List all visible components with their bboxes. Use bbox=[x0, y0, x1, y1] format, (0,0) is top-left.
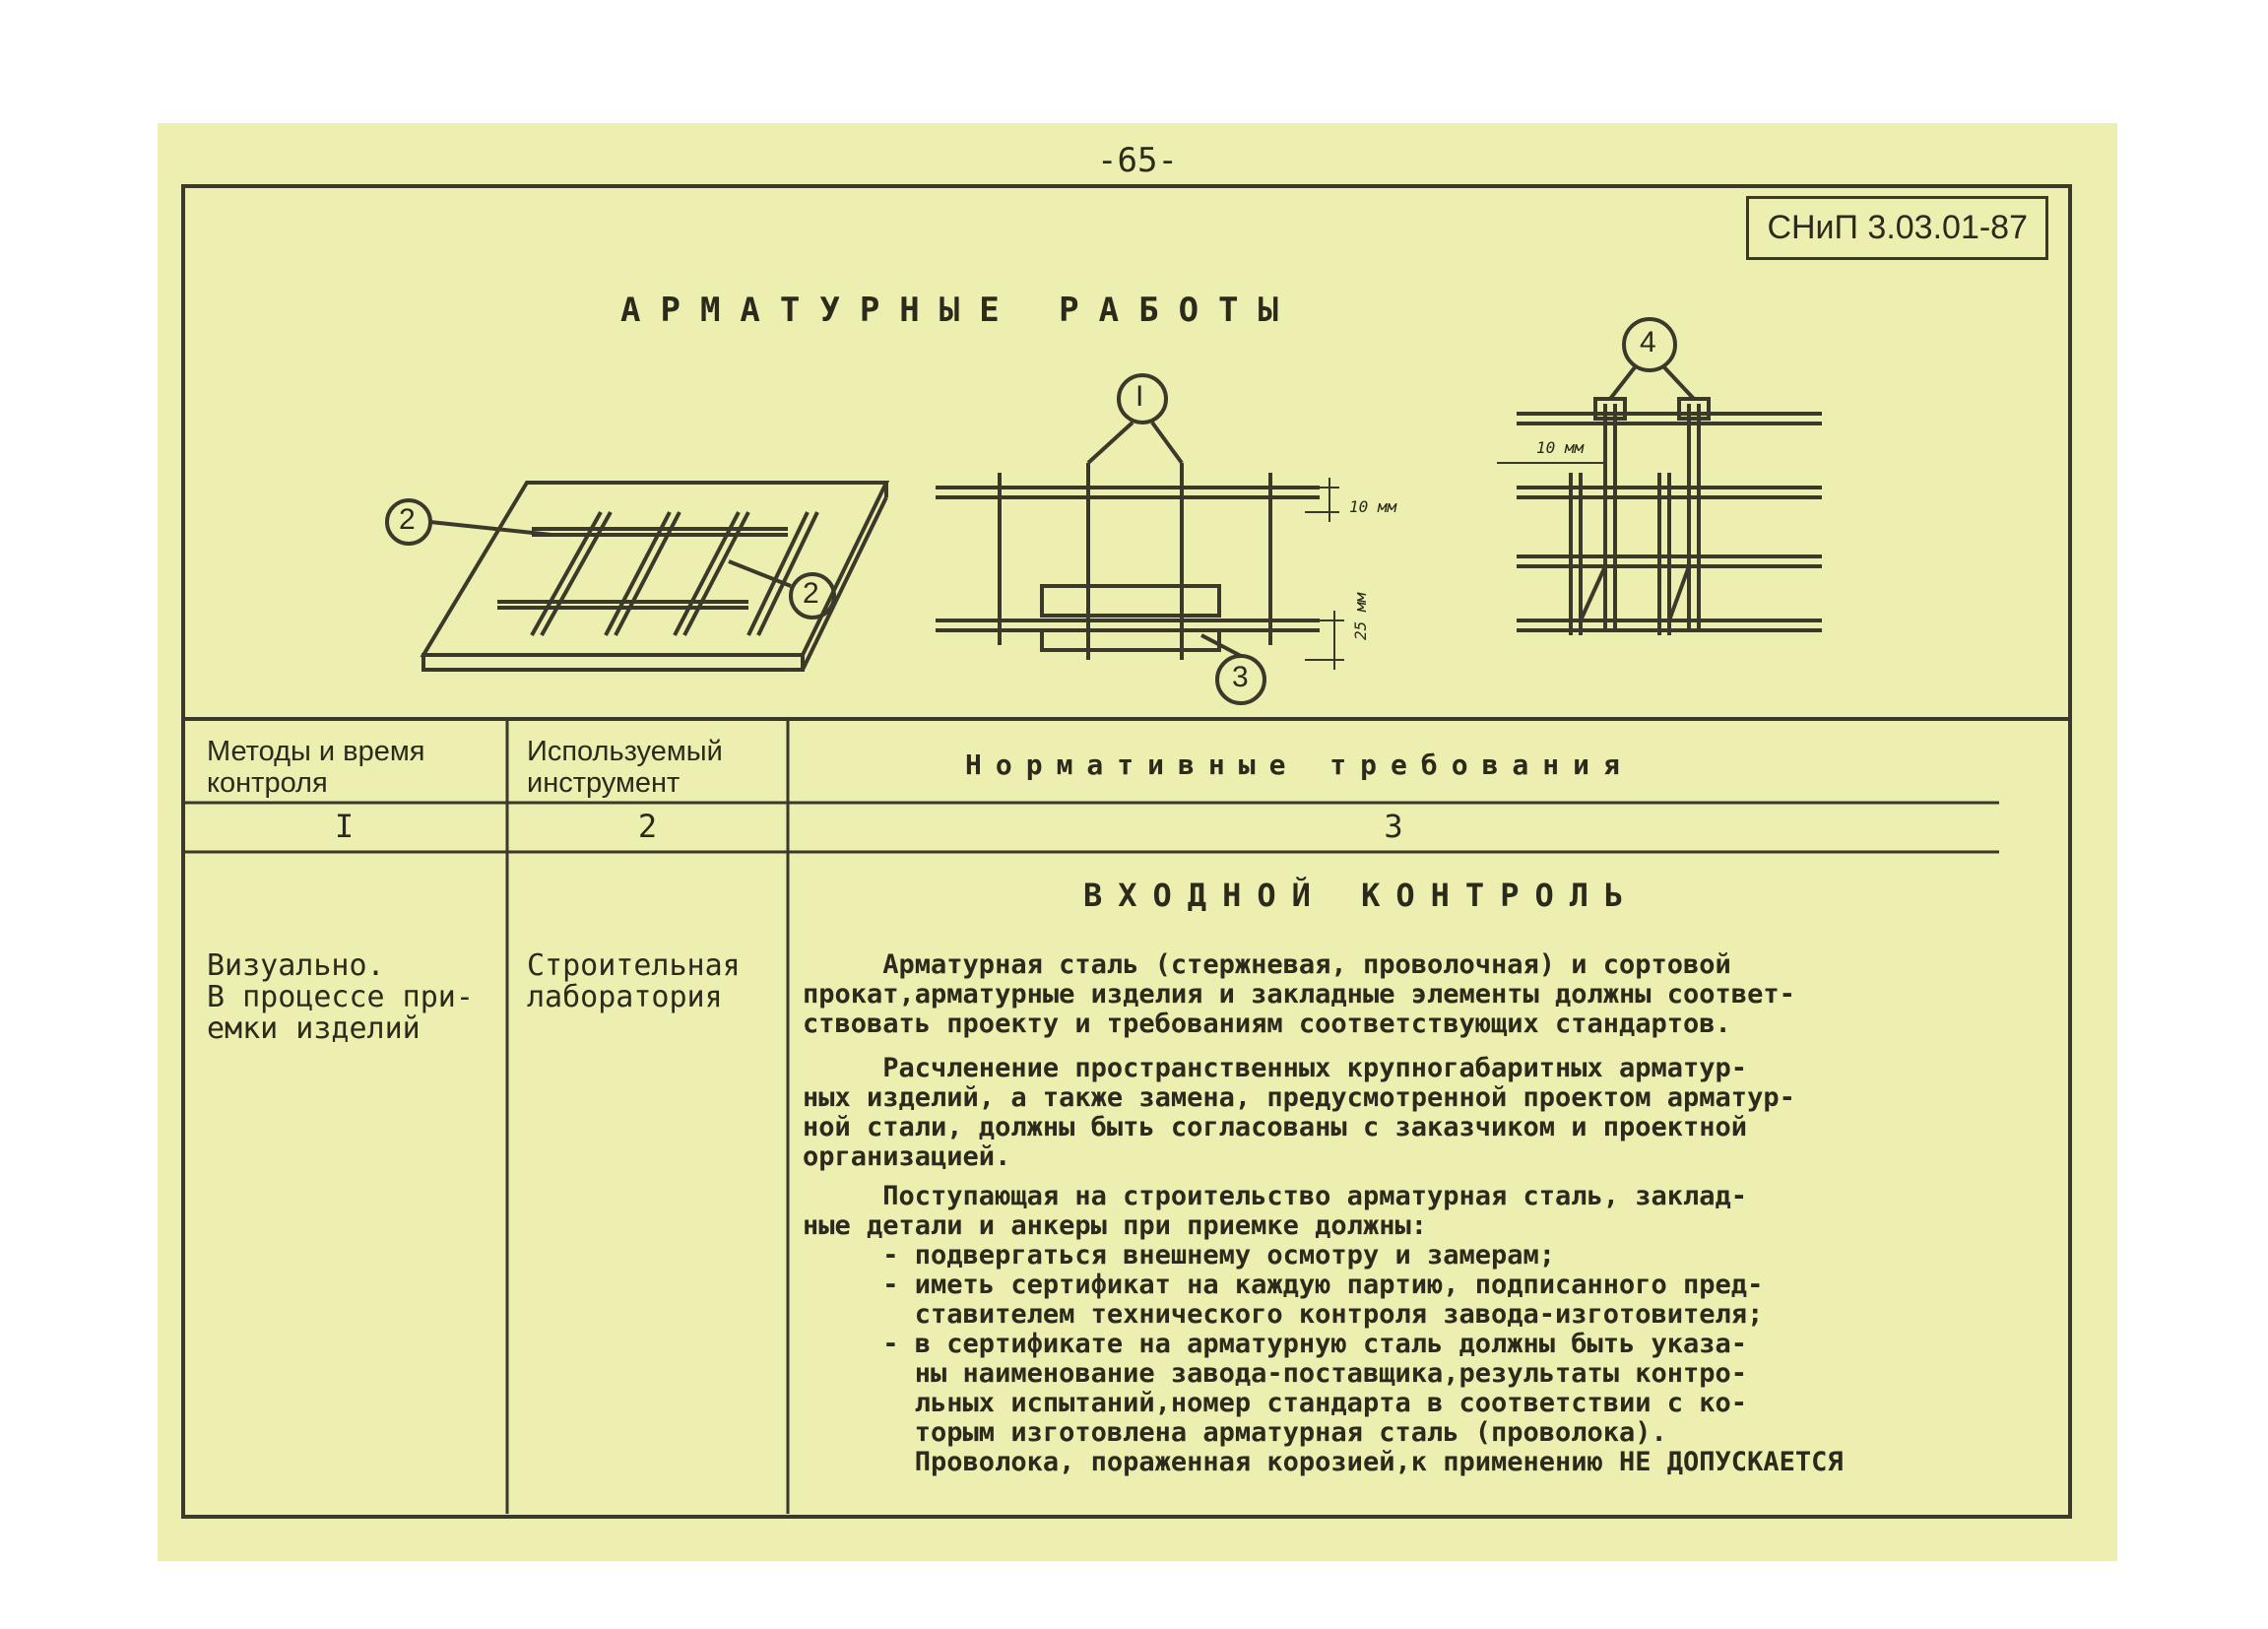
requirement-paragraph: Арматурная сталь (стержневая, проволочна… bbox=[803, 949, 1795, 1039]
column-number: 2 bbox=[637, 808, 658, 845]
section-title: ВХОДНОЙ КОНТРОЛЬ bbox=[1083, 877, 1640, 914]
cage-drawing bbox=[1497, 317, 1822, 635]
requirement-paragraph: Поступающая на строительство арматурная … bbox=[803, 1181, 1844, 1477]
slab-mesh-drawing bbox=[385, 481, 890, 672]
column-header-instrument: Используемый инструмент bbox=[527, 736, 723, 799]
column-number: 3 bbox=[1384, 808, 1403, 845]
callout-label: 4 bbox=[1640, 326, 1656, 358]
callout-label: 2 bbox=[399, 503, 416, 536]
callout-circle bbox=[1117, 373, 1168, 424]
callout-circle bbox=[1622, 317, 1677, 372]
method-text: Визуально. В процессе при- емки изделий bbox=[207, 948, 474, 1046]
document-code: СНиП 3.03.01-87 bbox=[1746, 196, 2048, 260]
page-number: -65- bbox=[1097, 141, 1178, 180]
requirement-paragraph: Расчленение пространственных крупногабар… bbox=[803, 1053, 1795, 1172]
callout-label: I bbox=[1135, 380, 1144, 413]
callout-label: 3 bbox=[1232, 661, 1249, 693]
column-header-requirements: Нормативные требования bbox=[965, 749, 1634, 781]
dimension-label: 25 мм bbox=[1351, 592, 1370, 640]
page-title: АРМАТУРНЫЕ РАБОТЫ bbox=[620, 291, 1298, 330]
column-header-methods: Методы и время контроля bbox=[207, 736, 425, 799]
table-rules bbox=[181, 717, 2068, 1514]
document-sheet: -65- СНиП 3.03.01-87 АРМАТУРНЫЕ РАБОТЫ bbox=[158, 123, 2117, 1561]
dimension-label: 10 мм bbox=[1536, 438, 1585, 457]
column-number: I bbox=[334, 808, 355, 845]
instrument-text: Строительная лаборатория bbox=[527, 948, 741, 1014]
callout-label: 2 bbox=[803, 577, 819, 610]
drawings bbox=[181, 317, 2068, 1514]
callout-circle bbox=[789, 572, 836, 619]
dimension-label: 10 мм bbox=[1349, 497, 1397, 516]
spacer-frame-drawing bbox=[936, 373, 1344, 705]
